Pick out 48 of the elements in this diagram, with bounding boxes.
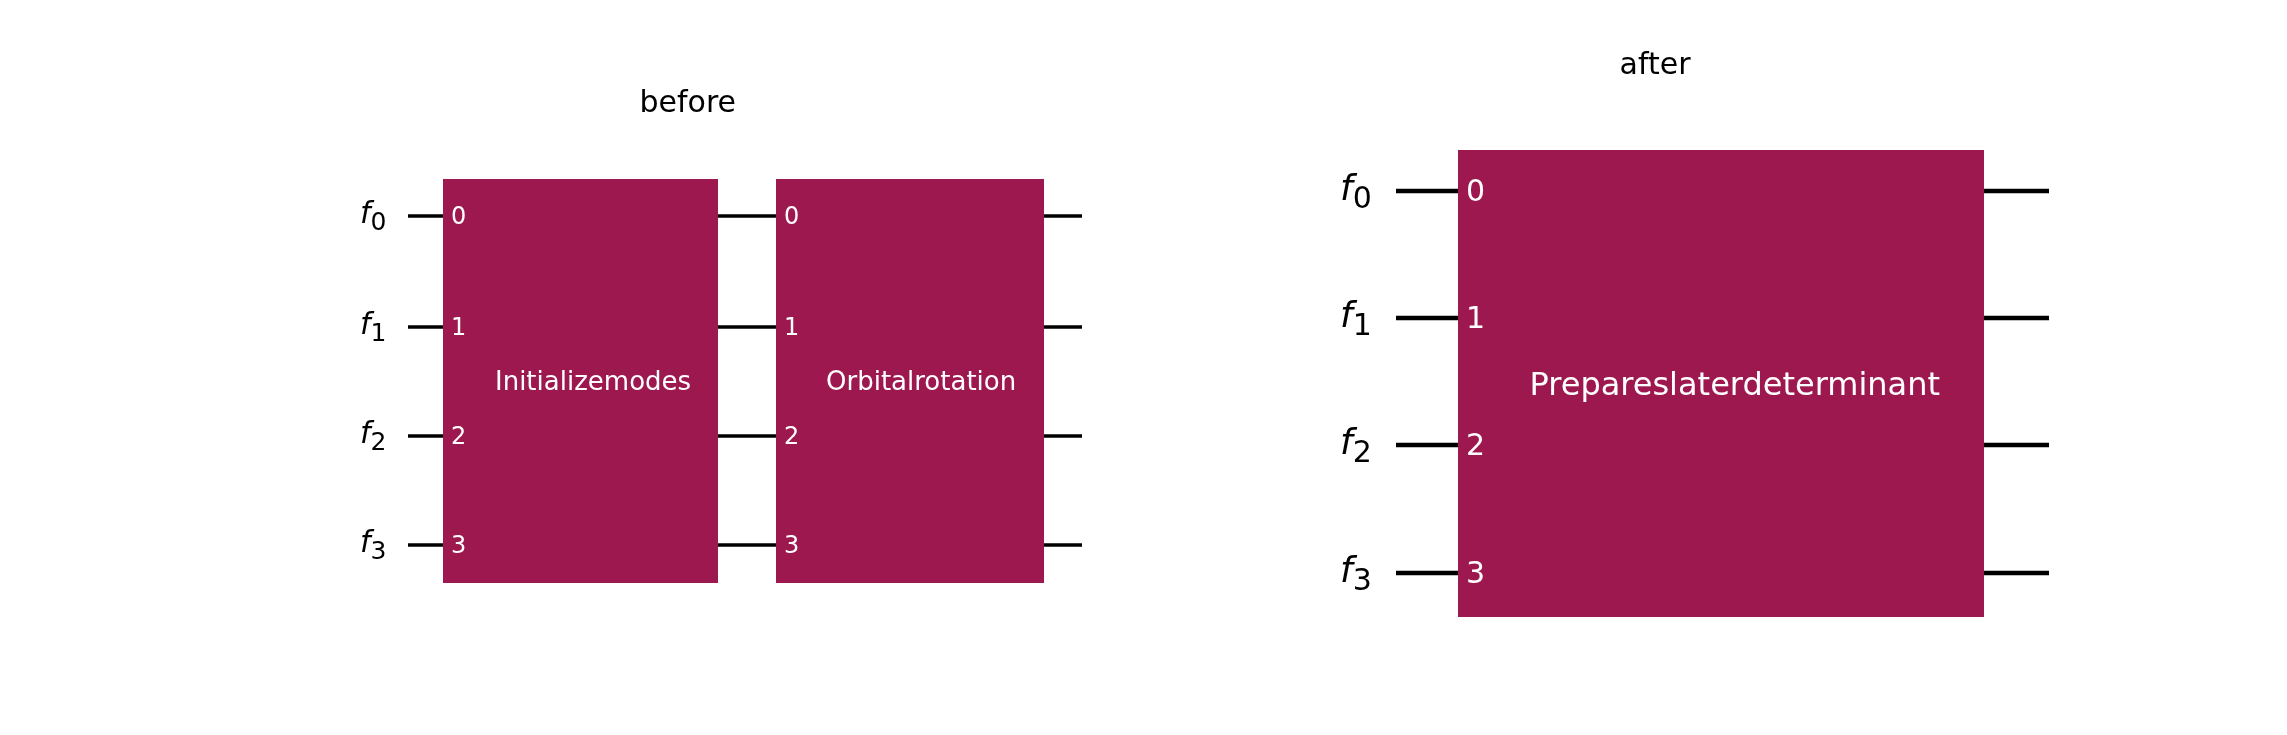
qubit-wire (408, 434, 443, 438)
port-number: 2 (784, 424, 800, 448)
qubit-wire (1044, 325, 1082, 329)
qubit-wire (1984, 315, 2049, 321)
qubit-wire (1396, 188, 1458, 194)
panel-title: before (639, 87, 737, 117)
port-number: 0 (784, 204, 800, 228)
qubit-wire (1396, 442, 1458, 448)
panel-title: after (1619, 49, 1691, 79)
qubit-wire (718, 434, 776, 438)
qubit-wire (1044, 543, 1082, 547)
port-number: 1 (784, 315, 800, 339)
wire-label: f$_{3}$ (1340, 551, 1372, 595)
port-number: 2 (451, 424, 467, 448)
port-number: 2 (1466, 430, 1486, 460)
wire-label: f$_{3}$ (360, 527, 387, 563)
port-number: 1 (1466, 303, 1486, 333)
qubit-wire (1984, 442, 2049, 448)
qubit-wire (1984, 188, 2049, 194)
port-number: 0 (1466, 176, 1486, 206)
gate-name: Initializemodes (495, 368, 692, 394)
qubit-wire (718, 543, 776, 547)
gate-box (1458, 150, 1984, 617)
port-number: 1 (451, 315, 467, 339)
wire-label: f$_{1}$ (1340, 296, 1372, 340)
qubit-wire (408, 325, 443, 329)
qubit-wire (408, 214, 443, 218)
port-number: 3 (784, 533, 800, 557)
wire-label: f$_{0}$ (1340, 169, 1372, 213)
qubit-wire (718, 325, 776, 329)
qubit-wire (718, 214, 776, 218)
wire-label: f$_{2}$ (1340, 423, 1372, 467)
qubit-wire (408, 543, 443, 547)
qubit-wire (1044, 214, 1082, 218)
qubit-wire (1396, 570, 1458, 576)
port-number: 3 (1466, 558, 1486, 588)
qubit-wire (1984, 570, 2049, 576)
wire-label: f$_{0}$ (360, 198, 387, 234)
port-number: 0 (451, 204, 467, 228)
gate-box (776, 179, 1044, 583)
gate-box (443, 179, 718, 583)
port-number: 3 (451, 533, 467, 557)
wire-label: f$_{1}$ (360, 309, 387, 345)
wire-label: f$_{2}$ (360, 418, 387, 454)
gate-name: Prepareslaterdeterminant (1529, 367, 1941, 400)
qubit-wire (1396, 315, 1458, 321)
gate-name: Orbitalrotation (826, 368, 1017, 394)
qubit-wire (1044, 434, 1082, 438)
